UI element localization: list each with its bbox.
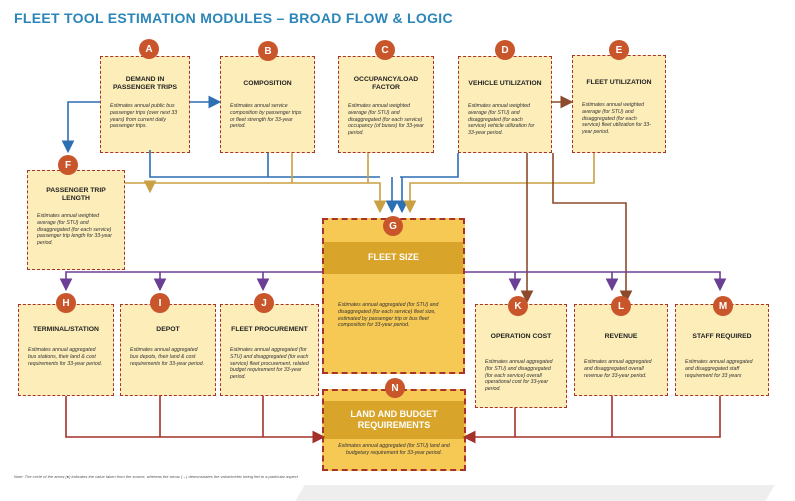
badge-m: M <box>713 296 733 316</box>
badge-h: H <box>56 293 76 313</box>
module-i-depot: DEPOT Estimates annual aggregated bus de… <box>120 304 216 396</box>
module-k-desc: Estimates annual aggregated (for STU) an… <box>485 359 553 392</box>
badge-j: J <box>254 293 274 313</box>
module-f-trip-length: PASSENGER TRIP LENGTH Estimates annual w… <box>27 170 125 270</box>
blue-connectors <box>61 95 459 214</box>
module-b-desc: Estimates annual service composition by … <box>230 103 302 130</box>
module-k-title: OPERATION COST <box>490 332 552 340</box>
badge-g: G <box>383 216 403 236</box>
badge-b: B <box>258 41 278 61</box>
badge-c: C <box>375 40 395 60</box>
module-d-desc: Estimates annual weighted average (for S… <box>468 103 535 136</box>
module-l-revenue: REVENUE Estimates annual aggregated and … <box>574 304 668 396</box>
module-h-title: TERMINAL/STATION <box>33 325 99 333</box>
module-j-desc: Estimates annual aggregated (for STU) an… <box>230 347 309 380</box>
module-b-title: COMPOSITION <box>243 79 292 87</box>
module-f-desc: Estimates annual weighted average (for S… <box>37 213 112 246</box>
badge-e: E <box>609 40 629 60</box>
module-i-desc: Estimates annual aggregated bus depots, … <box>130 347 205 367</box>
module-j-title: FLEET PROCUREMENT <box>231 325 308 333</box>
page-title: FLEET TOOL ESTIMATION MODULES – BROAD FL… <box>14 10 453 26</box>
module-j-fleet-procurement: FLEET PROCUREMENT Estimates annual aggre… <box>220 304 319 396</box>
module-f-title: PASSENGER TRIP LENGTH <box>46 186 106 202</box>
module-n-title: LAND AND BUDGET REQUIREMENTS <box>324 401 464 439</box>
module-c-occupancy: OCCUPANCY/LOAD FACTOR Estimates annual w… <box>338 56 434 153</box>
badge-i: I <box>150 293 170 313</box>
badge-d: D <box>495 40 515 60</box>
module-m-desc: Estimates annual aggregated and disaggre… <box>685 359 753 379</box>
footnote: Note: The circle of the arrow (●) indica… <box>14 474 298 479</box>
module-c-title: OCCUPANCY/LOAD FACTOR <box>353 75 419 91</box>
module-i-title: DEPOT <box>156 325 180 333</box>
module-g-desc: Estimates annual aggregated (for STU) an… <box>338 302 439 329</box>
module-a-title: DEMAND IN PASSENGER TRIPS <box>112 75 178 91</box>
module-l-desc: Estimates annual aggregated and disaggre… <box>584 359 652 379</box>
gold-connectors <box>125 153 595 214</box>
module-h-desc: Estimates annual aggregated bus stations… <box>28 347 103 367</box>
badge-a: A <box>139 39 159 59</box>
badge-f: F <box>58 155 78 175</box>
module-a-desc: Estimates annual public bus passenger tr… <box>110 103 178 130</box>
module-n-desc: Estimates annual aggregated (for STU) la… <box>338 443 450 456</box>
module-d-vehicle-utilization: VEHICLE UTILIZATION Estimates annual wei… <box>458 56 552 153</box>
module-m-staff: STAFF REQUIRED Estimates annual aggregat… <box>675 304 769 396</box>
module-l-title: REVENUE <box>604 332 638 340</box>
red-connectors <box>65 396 721 444</box>
brown-connectors <box>520 95 633 304</box>
module-c-desc: Estimates annual weighted average (for S… <box>348 103 424 136</box>
module-g-title: FLEET SIZE <box>324 242 463 274</box>
module-d-title: VEHICLE UTILIZATION <box>468 79 542 87</box>
module-k-operation-cost: OPERATION COST Estimates annual aggregat… <box>475 304 567 408</box>
badge-l: L <box>611 296 631 316</box>
badge-n: N <box>385 378 405 398</box>
purple-connectors <box>59 271 727 292</box>
badge-k: K <box>508 296 528 316</box>
module-m-title: STAFF REQUIRED <box>692 332 752 340</box>
module-g-fleet-size: FLEET SIZE Estimates annual aggregated (… <box>322 218 465 374</box>
module-a-demand: DEMAND IN PASSENGER TRIPS Estimates annu… <box>100 56 190 153</box>
module-h-terminal: TERMINAL/STATION Estimates annual aggreg… <box>18 304 114 396</box>
module-e-desc: Estimates annual weighted average (for S… <box>582 102 651 135</box>
module-e-title: FLEET UTILIZATION <box>586 78 652 86</box>
